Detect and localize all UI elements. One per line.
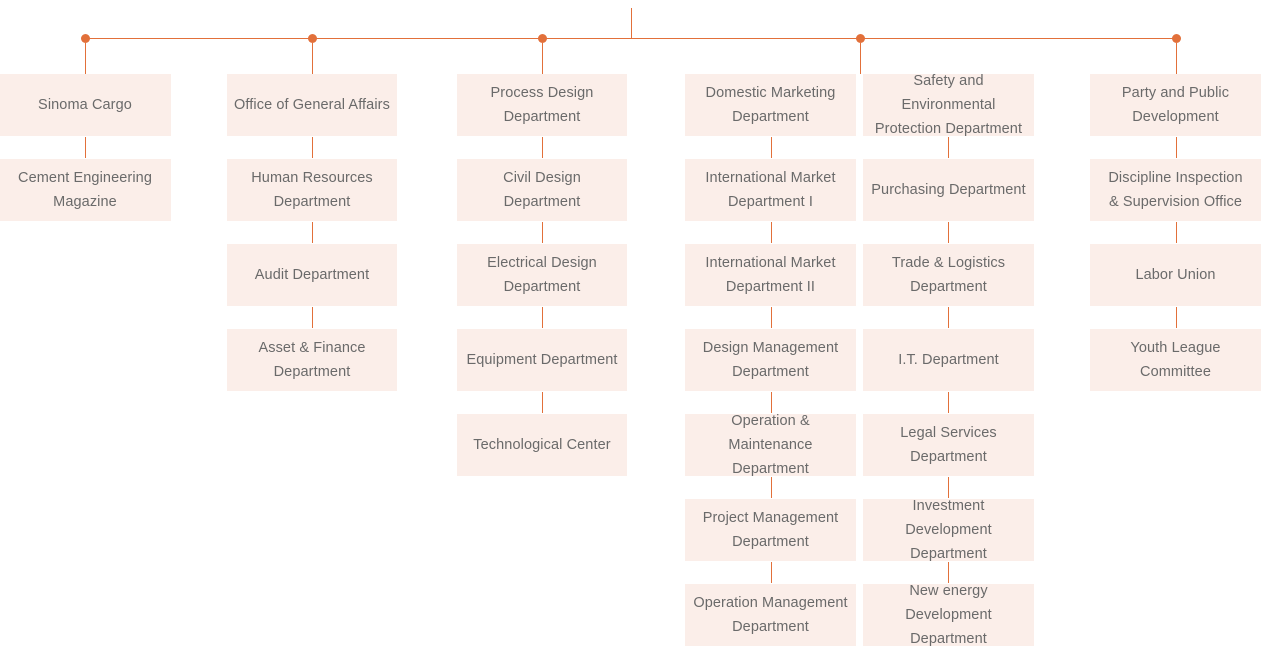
- dept-box-label: Purchasing Department: [871, 182, 1026, 198]
- dept-box[interactable]: Safety and Environmental Protection Depa…: [863, 73, 1034, 137]
- branch-drop-connector: [542, 43, 543, 74]
- dept-box[interactable]: Party and Public Development: [1090, 74, 1261, 136]
- dept-box-label: New energy Development Department: [905, 583, 992, 647]
- dept-box[interactable]: Cement Engineering Magazine: [0, 159, 171, 221]
- dept-box[interactable]: Project Management Department: [685, 499, 856, 561]
- dept-box[interactable]: Process Design Department: [457, 74, 627, 136]
- branch-node-dot[interactable]: [856, 34, 865, 43]
- dept-link-connector: [1176, 307, 1177, 328]
- dept-link-connector: [312, 137, 313, 158]
- dept-box-label: Operation & Maintenance Department: [728, 413, 813, 477]
- dept-link-connector: [948, 307, 949, 328]
- dept-box-label: Labor Union: [1135, 267, 1216, 283]
- dept-box-label: Office of General Affairs: [234, 97, 390, 113]
- dept-box-label: International Market Department I: [705, 170, 836, 210]
- dept-box-label: Design Management Department: [702, 340, 839, 380]
- dept-box-label: Electrical Design Department: [487, 255, 597, 295]
- dept-link-connector: [948, 477, 949, 498]
- dept-box-label: Operation Management Department: [693, 595, 848, 635]
- dept-box[interactable]: Youth League Committee: [1090, 329, 1261, 391]
- dept-box[interactable]: Investment Development Department: [863, 498, 1034, 562]
- dept-link-connector: [771, 307, 772, 328]
- branch-node-dot[interactable]: [308, 34, 317, 43]
- dept-box-label: Investment Development Department: [905, 498, 992, 562]
- dept-box[interactable]: Operation & Maintenance Department: [685, 413, 856, 477]
- dept-box-label: Asset & Finance Department: [258, 340, 366, 380]
- dept-box[interactable]: Civil Design Department: [457, 159, 627, 221]
- dept-link-connector: [1176, 137, 1177, 158]
- dept-box[interactable]: International Market Department I: [685, 159, 856, 221]
- dept-box[interactable]: I.T. Department: [863, 329, 1034, 391]
- branch-drop-connector: [1176, 43, 1177, 74]
- dept-box-label: I.T. Department: [898, 352, 999, 368]
- dept-box[interactable]: Audit Department: [227, 244, 397, 306]
- dept-link-connector: [542, 307, 543, 328]
- dept-box-label: Discipline Inspection & Supervision Offi…: [1108, 170, 1243, 210]
- dept-box[interactable]: Domestic Marketing Department: [685, 74, 856, 136]
- branch-node-dot[interactable]: [81, 34, 90, 43]
- dept-box[interactable]: Purchasing Department: [863, 159, 1034, 221]
- dept-box[interactable]: Labor Union: [1090, 244, 1261, 306]
- dept-box[interactable]: Design Management Department: [685, 329, 856, 391]
- dept-box-label: Youth League Committee: [1130, 340, 1221, 380]
- dept-box-label: Legal Services Department: [900, 425, 997, 465]
- dept-box[interactable]: Trade & Logistics Department: [863, 244, 1034, 306]
- dept-link-connector: [948, 222, 949, 243]
- dept-link-connector: [312, 307, 313, 328]
- dept-link-connector: [771, 477, 772, 498]
- dept-box[interactable]: Equipment Department: [457, 329, 627, 391]
- branch-drop-connector: [85, 43, 86, 74]
- dept-box[interactable]: Office of General Affairs: [227, 74, 397, 136]
- dept-link-connector: [771, 562, 772, 583]
- dept-box[interactable]: Operation Management Department: [685, 584, 856, 646]
- dept-box-label: Sinoma Cargo: [38, 97, 132, 113]
- trunk-riser-connector: [631, 8, 632, 38]
- dept-link-connector: [1176, 222, 1177, 243]
- dept-link-connector: [312, 222, 313, 243]
- branch-node-dot[interactable]: [538, 34, 547, 43]
- branch-drop-connector: [860, 43, 861, 74]
- dept-box-label: Human Resources Department: [251, 170, 373, 210]
- dept-box-label: Party and Public Development: [1121, 85, 1230, 125]
- dept-box[interactable]: Human Resources Department: [227, 159, 397, 221]
- dept-box-label: Project Management Department: [702, 510, 839, 550]
- dept-link-connector: [948, 137, 949, 158]
- dept-link-connector: [542, 392, 543, 413]
- dept-box-label: International Market Department II: [705, 255, 836, 295]
- dept-box-label: Equipment Department: [466, 352, 618, 368]
- dept-box-label: Trade & Logistics Department: [891, 255, 1006, 295]
- branch-drop-connector: [312, 43, 313, 74]
- dept-link-connector: [542, 137, 543, 158]
- dept-box[interactable]: Electrical Design Department: [457, 244, 627, 306]
- dept-box-label: Cement Engineering Magazine: [18, 170, 152, 210]
- dept-link-connector: [771, 392, 772, 413]
- dept-box[interactable]: International Market Department II: [685, 244, 856, 306]
- dept-box-label: Audit Department: [254, 267, 370, 283]
- dept-box-label: Domestic Marketing Department: [705, 85, 836, 125]
- dept-link-connector: [771, 222, 772, 243]
- dept-box[interactable]: Sinoma Cargo: [0, 74, 171, 136]
- dept-box-label: Civil Design Department: [503, 170, 581, 210]
- trunk-horizontal-bus: [85, 38, 1176, 39]
- dept-box-label: Safety and Environmental Protection Depa…: [874, 73, 1023, 137]
- dept-box[interactable]: Legal Services Department: [863, 414, 1034, 476]
- dept-box[interactable]: Discipline Inspection & Supervision Offi…: [1090, 159, 1261, 221]
- dept-box[interactable]: Technological Center: [457, 414, 627, 476]
- dept-link-connector: [85, 137, 86, 158]
- dept-link-connector: [771, 137, 772, 158]
- branch-node-dot[interactable]: [1172, 34, 1181, 43]
- dept-box[interactable]: New energy Development Department: [863, 583, 1034, 647]
- dept-link-connector: [948, 392, 949, 413]
- dept-box[interactable]: Asset & Finance Department: [227, 329, 397, 391]
- dept-box-label: Technological Center: [473, 437, 611, 453]
- dept-box-label: Process Design Department: [490, 85, 594, 125]
- dept-link-connector: [948, 562, 949, 583]
- dept-link-connector: [542, 222, 543, 243]
